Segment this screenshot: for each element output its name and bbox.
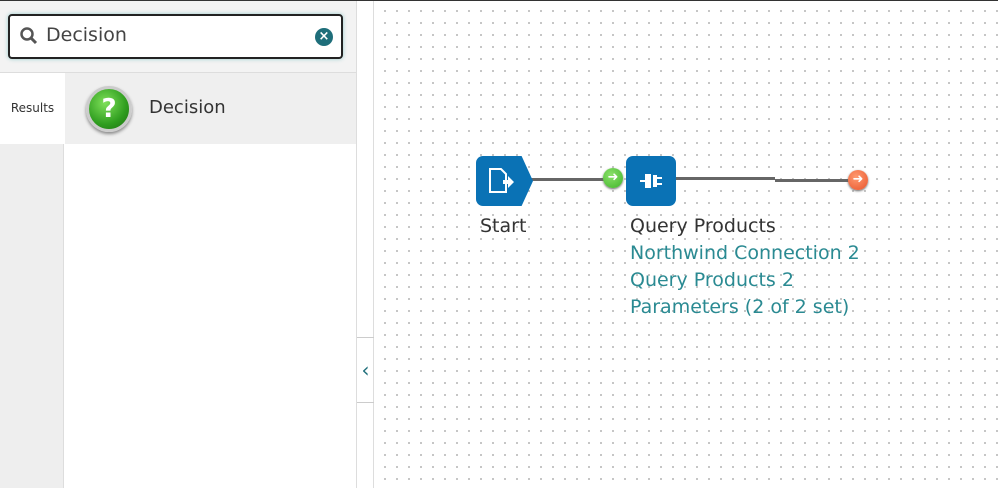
result-label: Decision [149, 97, 226, 118]
search-input[interactable] [46, 24, 306, 46]
search-box[interactable]: × [8, 14, 343, 59]
chevron-left-icon: ‹ [361, 358, 370, 382]
start-node[interactable] [476, 156, 533, 206]
plug-icon [640, 174, 662, 188]
query-detail: Parameters (2 of 2 set) [630, 296, 850, 318]
connector-line [530, 178, 610, 181]
query-detail: Query Products 2 [630, 269, 794, 291]
panel-splitter[interactable] [357, 1, 374, 488]
connector-line [775, 179, 850, 182]
output-arrow-icon[interactable]: ➜ [848, 170, 868, 190]
result-item-decision[interactable]: ? Decision [65, 73, 356, 144]
start-document-icon [489, 168, 514, 193]
query-products-node[interactable] [626, 156, 676, 206]
toolbox-panel: × Results ? Decision [0, 1, 357, 488]
collapse-panel-button[interactable]: ‹ [357, 337, 374, 403]
tab-results[interactable]: Results [0, 73, 65, 144]
workflow-canvas[interactable]: Start ➜ Query Products Northwind Connect… [375, 1, 998, 488]
clear-icon[interactable]: × [315, 28, 333, 46]
query-detail: Northwind Connection 2 [630, 242, 860, 264]
connector-line [675, 177, 775, 180]
search-area: × [0, 1, 356, 73]
search-icon [20, 27, 38, 45]
question-icon: ? [86, 86, 132, 132]
input-arrow-icon[interactable]: ➜ [603, 168, 623, 188]
query-products-label: Query Products [630, 215, 776, 237]
start-label: Start [480, 215, 527, 237]
